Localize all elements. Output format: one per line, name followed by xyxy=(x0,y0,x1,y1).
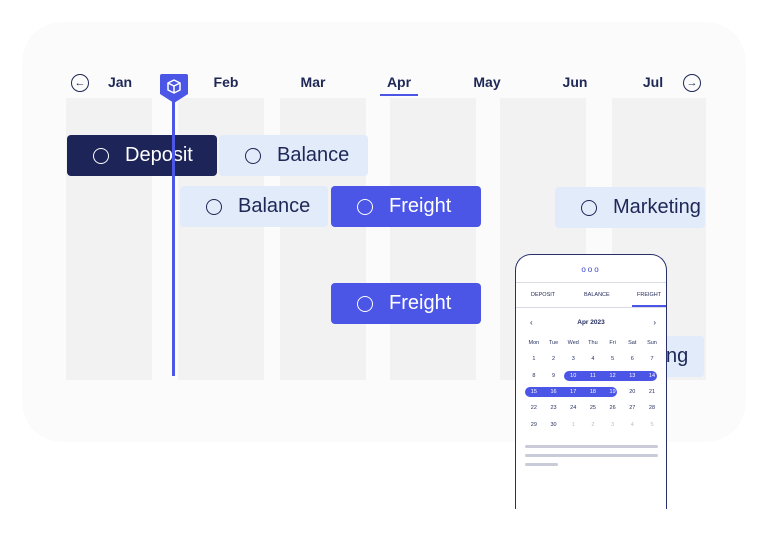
calendar-day[interactable]: 4 xyxy=(591,356,595,363)
calendar-day-outside[interactable]: 1 xyxy=(571,421,575,428)
calendar-week-row: 29 30 1 2 3 4 5 xyxy=(524,416,662,432)
timeline-item-label: ng xyxy=(666,345,689,367)
tab-deposit[interactable]: DEPOSIT xyxy=(531,292,556,298)
calendar-day-selected[interactable]: 13 xyxy=(629,372,636,379)
calendar-day[interactable]: 20 xyxy=(629,389,636,396)
calendar-day[interactable]: 8 xyxy=(532,372,536,379)
calendar-day-selected[interactable]: 16 xyxy=(550,389,557,396)
weekday-label: Thu xyxy=(588,340,598,347)
package-box-icon[interactable] xyxy=(159,72,189,104)
timeline-item-label: Freight xyxy=(389,292,452,314)
calendar-grid: Mon Tue Wed Thu Fri Sat Sun 1 2 3 4 5 6 … xyxy=(524,335,662,433)
placeholder-line xyxy=(525,445,658,448)
timeline-item-label: Freight xyxy=(389,195,452,217)
arrow-right-circle-icon[interactable]: → xyxy=(683,74,701,92)
timeline-item-freight[interactable]: Freight xyxy=(331,186,481,227)
chevron-left-icon[interactable]: ‹ xyxy=(530,318,533,327)
weekday-label: Mon xyxy=(528,340,540,347)
calendar-day-selected[interactable]: 18 xyxy=(589,389,596,396)
phone-mockup: ooo DEPOSIT BALANCE FREIGHT ‹ Apr 2023 ›… xyxy=(515,254,667,509)
divider xyxy=(516,282,666,283)
calendar-day[interactable]: 6 xyxy=(630,356,634,363)
timeline-item-deposit[interactable]: Deposit xyxy=(67,135,217,176)
calendar-day[interactable]: 27 xyxy=(629,405,636,412)
calendar-day-selected[interactable]: 11 xyxy=(590,372,596,379)
calendar-week-row: 22 23 24 25 26 27 28 xyxy=(524,400,662,416)
calendar-month-title: Apr 2023 xyxy=(577,319,605,326)
calendar-day[interactable]: 29 xyxy=(530,421,537,428)
placeholder-line xyxy=(525,454,658,457)
timeline-item-freight[interactable]: Freight xyxy=(331,283,481,324)
active-tab-indicator xyxy=(632,305,666,307)
calendar-day[interactable]: 22 xyxy=(530,405,537,412)
timeline-item-label: Marketing xyxy=(613,196,701,218)
calendar-week-row: 1 2 3 4 5 6 7 xyxy=(524,351,662,367)
calendar-day[interactable]: 21 xyxy=(648,389,656,396)
calendar-day[interactable]: 28 xyxy=(648,405,656,412)
calendar-day[interactable]: 24 xyxy=(570,405,577,412)
tab-freight[interactable]: FREIGHT xyxy=(637,292,662,298)
calendar-day[interactable]: 2 xyxy=(552,356,556,363)
selected-range xyxy=(525,386,617,397)
weekday-label: Wed xyxy=(567,340,579,347)
calendar-day-selected[interactable]: 17 xyxy=(570,389,577,396)
calendar-day-selected[interactable]: 19 xyxy=(609,389,616,396)
radio-circle-icon xyxy=(245,147,261,164)
timeline-item-balance[interactable]: Balance xyxy=(219,135,368,176)
calendar-day[interactable]: 25 xyxy=(589,405,596,412)
calendar-day-selected[interactable]: 12 xyxy=(609,372,616,379)
calendar-day[interactable]: 3 xyxy=(571,356,575,363)
timeline-item-label: Deposit xyxy=(125,144,193,166)
radio-circle-icon xyxy=(357,295,373,312)
calendar-day-selected[interactable]: 10 xyxy=(570,372,577,379)
calendar-weekday-row: Mon Tue Wed Thu Fri Sat Sun xyxy=(524,335,662,351)
calendar-day[interactable]: 7 xyxy=(650,356,654,363)
month-apr[interactable]: Apr xyxy=(364,74,434,96)
calendar-week-row: 8 9 10 11 12 13 14 xyxy=(524,368,662,384)
arrow-left-circle-icon[interactable]: ← xyxy=(71,74,89,92)
month-jul[interactable]: Jul xyxy=(642,74,664,90)
weekday-label: Fri xyxy=(609,340,616,347)
calendar-day[interactable]: 9 xyxy=(552,372,556,379)
month-may[interactable]: May xyxy=(473,74,501,90)
radio-circle-icon xyxy=(581,199,597,216)
calendar-week-row: 15 16 17 18 19 20 21 xyxy=(524,384,662,400)
weekday-label: Sun xyxy=(647,340,657,347)
weekday-label: Sat xyxy=(628,340,637,347)
weekday-label: Tue xyxy=(548,340,559,347)
calendar-day-selected[interactable]: 15 xyxy=(530,389,537,396)
tab-balance[interactable]: BALANCE xyxy=(584,292,610,298)
divider xyxy=(516,307,666,308)
calendar-day[interactable]: 23 xyxy=(550,405,557,412)
timeline-item-label: Balance xyxy=(277,144,350,166)
radio-circle-icon xyxy=(93,147,109,164)
month-jun[interactable]: Jun xyxy=(562,74,588,90)
calendar-day[interactable]: 30 xyxy=(550,421,557,428)
calendar-day-outside[interactable]: 3 xyxy=(611,421,615,428)
calendar-day-outside[interactable]: 2 xyxy=(591,421,595,428)
timeline-item-marketing[interactable]: Marketing xyxy=(555,187,705,228)
radio-circle-icon xyxy=(357,198,373,215)
month-mar[interactable]: Mar xyxy=(300,74,326,90)
month-feb[interactable]: Feb xyxy=(213,74,239,90)
calendar-day[interactable]: 1 xyxy=(532,356,536,363)
calendar-day-outside[interactable]: 4 xyxy=(630,421,634,428)
placeholder-line xyxy=(525,463,558,466)
calendar-day-outside[interactable]: 5 xyxy=(650,421,654,428)
radio-circle-icon xyxy=(206,198,222,215)
calendar-day[interactable]: 5 xyxy=(611,356,615,363)
chevron-right-icon[interactable]: › xyxy=(653,318,656,327)
calendar-day-selected[interactable]: 14 xyxy=(648,372,656,379)
timeline-item-label: Balance xyxy=(238,195,311,217)
timeline-item-balance[interactable]: Balance xyxy=(180,186,328,227)
calendar-day[interactable]: 26 xyxy=(609,405,616,412)
selected-range xyxy=(564,370,657,381)
month-jan[interactable]: Jan xyxy=(107,74,133,90)
current-date-line[interactable] xyxy=(172,94,175,376)
month-column xyxy=(390,98,476,380)
phone-menu-dots: ooo xyxy=(581,265,601,274)
